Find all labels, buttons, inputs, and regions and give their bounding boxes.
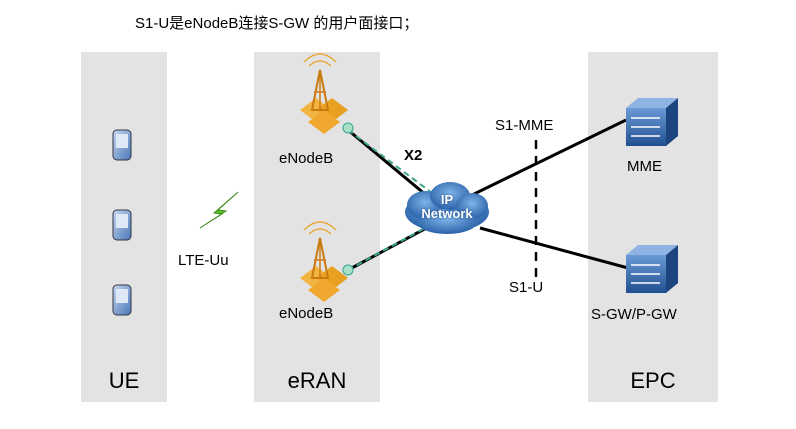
ue-panel-label: UE bbox=[108, 368, 140, 393]
router-box-icon bbox=[626, 245, 678, 293]
sgw-label: S-GW/P-GW bbox=[591, 306, 677, 323]
eran-panel-label: eRAN bbox=[287, 368, 347, 393]
caption: S1-U是eNodeB连接S-GW 的用户面接口； bbox=[135, 15, 419, 32]
enodeb-top-to-ip-link bbox=[347, 128, 433, 202]
enodeb-bottom-label: eNodeB bbox=[279, 305, 334, 322]
mme-label: MME bbox=[627, 158, 662, 175]
s1-mme-label: S1-MME bbox=[495, 117, 554, 134]
mobile-phone-icon bbox=[112, 129, 132, 161]
cell-tower-icon bbox=[300, 53, 354, 134]
x2-link-top bbox=[347, 129, 437, 197]
ip-network-line1: IP bbox=[440, 192, 454, 207]
enodeb-top-label: eNodeB bbox=[279, 150, 334, 167]
s1-u-label: S1-U bbox=[509, 279, 544, 296]
ip-to-mme-link bbox=[471, 118, 627, 197]
ip-to-sgw-link bbox=[479, 226, 629, 270]
lightning-icon bbox=[199, 191, 239, 229]
mobile-phone-icon bbox=[112, 209, 132, 241]
ip-network-line2: Network bbox=[421, 206, 473, 221]
mobile-phone-icon bbox=[112, 284, 132, 316]
epc-panel-label: EPC bbox=[630, 368, 676, 393]
router-box-icon bbox=[626, 98, 678, 146]
cell-tower-icon bbox=[300, 221, 354, 302]
ip-network-label: IP Network bbox=[417, 193, 477, 221]
x2-link-bottom bbox=[347, 221, 437, 271]
x2-label: X2 bbox=[404, 147, 423, 164]
cloud-icon bbox=[405, 182, 489, 234]
lte-uu-label: LTE-Uu bbox=[178, 252, 229, 269]
